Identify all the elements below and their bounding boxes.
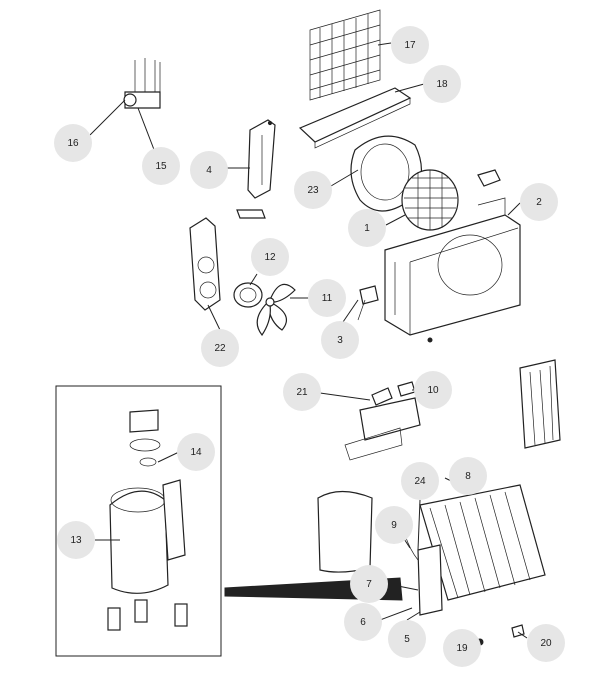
- callout-10: 10: [414, 371, 452, 409]
- callout-6: 6: [344, 603, 382, 641]
- propeller-fan-part: [256, 283, 296, 337]
- wire-grille-part: [309, 9, 381, 101]
- callout-8: 8: [449, 457, 487, 495]
- front-cabinet-part: [384, 197, 521, 343]
- callout-24: 24: [401, 462, 439, 500]
- valve-assembly-part: [123, 58, 161, 109]
- compressor-part: [107, 409, 188, 631]
- callout-7: 7: [350, 565, 388, 603]
- callout-17: 17: [391, 26, 429, 64]
- callout-23: 23: [294, 171, 332, 209]
- motor-support-part: [189, 217, 221, 311]
- callout-22: 22: [201, 329, 239, 367]
- control-bracket-part: [344, 381, 421, 461]
- mount-bracket-part: [236, 209, 266, 219]
- callout-2: 2: [520, 183, 558, 221]
- side-panel-part: [247, 119, 276, 199]
- small-clip-part: [357, 285, 379, 321]
- fastener-parts: [476, 624, 525, 646]
- callout-21: 21: [283, 373, 321, 411]
- fan-grille-part: [401, 169, 459, 231]
- rear-side-panel-part: [519, 359, 561, 449]
- callout-5: 5: [388, 620, 426, 658]
- callout-13: 13: [57, 521, 95, 559]
- outdoor-compressor-part: [404, 534, 443, 616]
- small-bracket-part: [477, 169, 501, 187]
- fan-motor-part: [233, 282, 263, 308]
- compressor-detail-frame: [55, 385, 222, 657]
- callout-9: 9: [375, 506, 413, 544]
- callout-14: 14: [177, 433, 215, 471]
- callout-16: 16: [54, 124, 92, 162]
- callout-12: 12: [251, 238, 289, 276]
- callout-18: 18: [423, 65, 461, 103]
- callout-4: 4: [190, 151, 228, 189]
- callout-20: 20: [527, 624, 565, 662]
- callout-11: 11: [308, 279, 346, 317]
- top-cover-part: [298, 87, 412, 149]
- callout-19: 19: [443, 629, 481, 667]
- callout-1: 1: [348, 209, 386, 247]
- callout-15: 15: [142, 147, 180, 185]
- callout-3: 3: [321, 321, 359, 359]
- insulation-wrap-part: [317, 490, 373, 573]
